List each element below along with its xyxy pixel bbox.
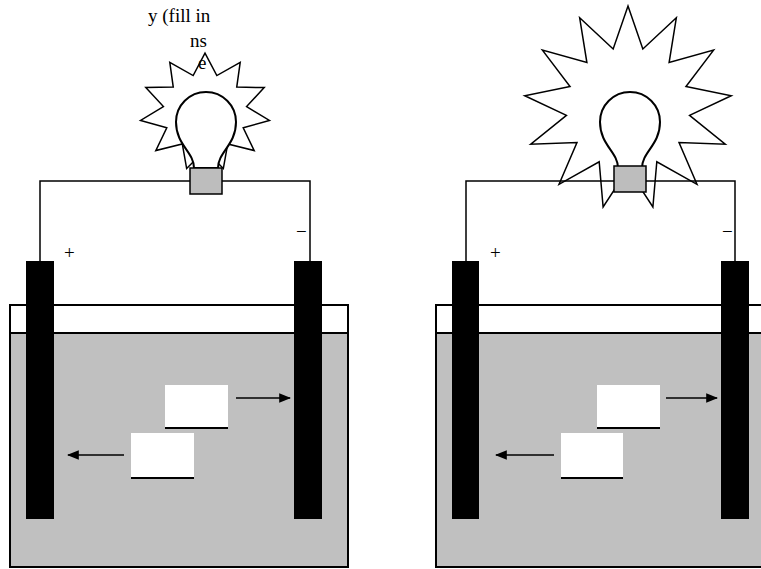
- glow-outline: [141, 53, 270, 168]
- bulb-base: [190, 168, 222, 194]
- polarity-sign: −: [296, 222, 307, 241]
- cathode: [721, 261, 749, 519]
- bulb-globe: [600, 92, 660, 168]
- blank-box: [165, 385, 228, 428]
- ion-arrow: [496, 454, 554, 456]
- glow-outline: [525, 6, 731, 207]
- ion-arrow: [236, 397, 290, 399]
- cathode: [294, 261, 322, 519]
- instruction-text: e: [198, 53, 206, 72]
- bulb-base: [614, 166, 646, 192]
- blank-box: [131, 433, 194, 478]
- instruction-text: ns: [190, 31, 207, 50]
- blank-box: [597, 385, 660, 428]
- glow-rays: [141, 53, 270, 168]
- bulb-globe: [176, 92, 236, 168]
- glow-rays: [525, 6, 731, 207]
- ion-arrow: [68, 454, 124, 456]
- ion-arrow: [666, 397, 717, 399]
- anode: [452, 261, 479, 519]
- instruction-text: y (fill in: [148, 6, 210, 25]
- left-cell: [10, 53, 348, 567]
- right-cell: [436, 6, 761, 567]
- blank-box: [561, 433, 623, 478]
- polarity-sign: +: [490, 243, 501, 262]
- polarity-sign: −: [722, 222, 733, 241]
- anode: [26, 261, 54, 519]
- polarity-sign: +: [64, 243, 75, 262]
